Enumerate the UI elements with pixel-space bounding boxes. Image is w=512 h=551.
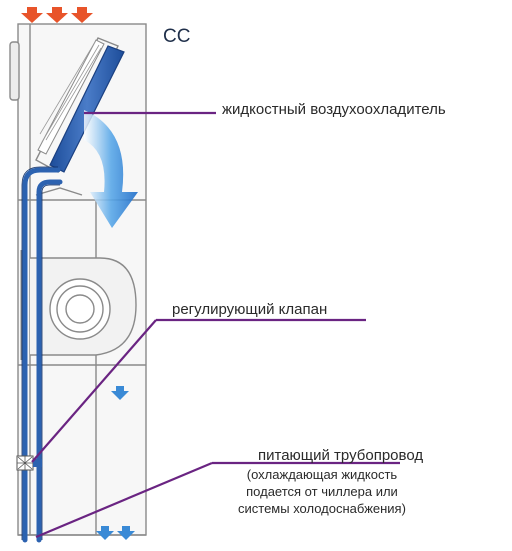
pipe-outline: [21, 166, 60, 540]
valve-label: регулирующий клапан: [172, 301, 328, 318]
leader-pipe: [35, 461, 213, 539]
down-arrow-icon: [96, 526, 114, 540]
unit-code-label: CC: [163, 26, 191, 47]
leader-valve: [31, 319, 157, 463]
down-arrow-icon: [71, 7, 93, 23]
curved-arrow-icon: [84, 110, 138, 228]
inlet-arrows: [21, 7, 93, 23]
down-arrow-icon: [46, 7, 68, 23]
down-arrow-icon: [111, 386, 129, 400]
supply-pipes: [22, 167, 63, 543]
down-arrow-icon: [117, 526, 135, 540]
valve-icon: [16, 455, 42, 471]
pipe-label: питающий трубопровод: [258, 447, 424, 464]
cooler-label: жидкостный воздухоохладитель: [222, 101, 446, 118]
down-arrow-icon: [21, 7, 43, 23]
pipe-note-label: (охлаждающая жидкость подается от чиллер…: [238, 467, 406, 516]
leader-lines: [31, 111, 400, 539]
outlet-arrows: [96, 386, 135, 540]
